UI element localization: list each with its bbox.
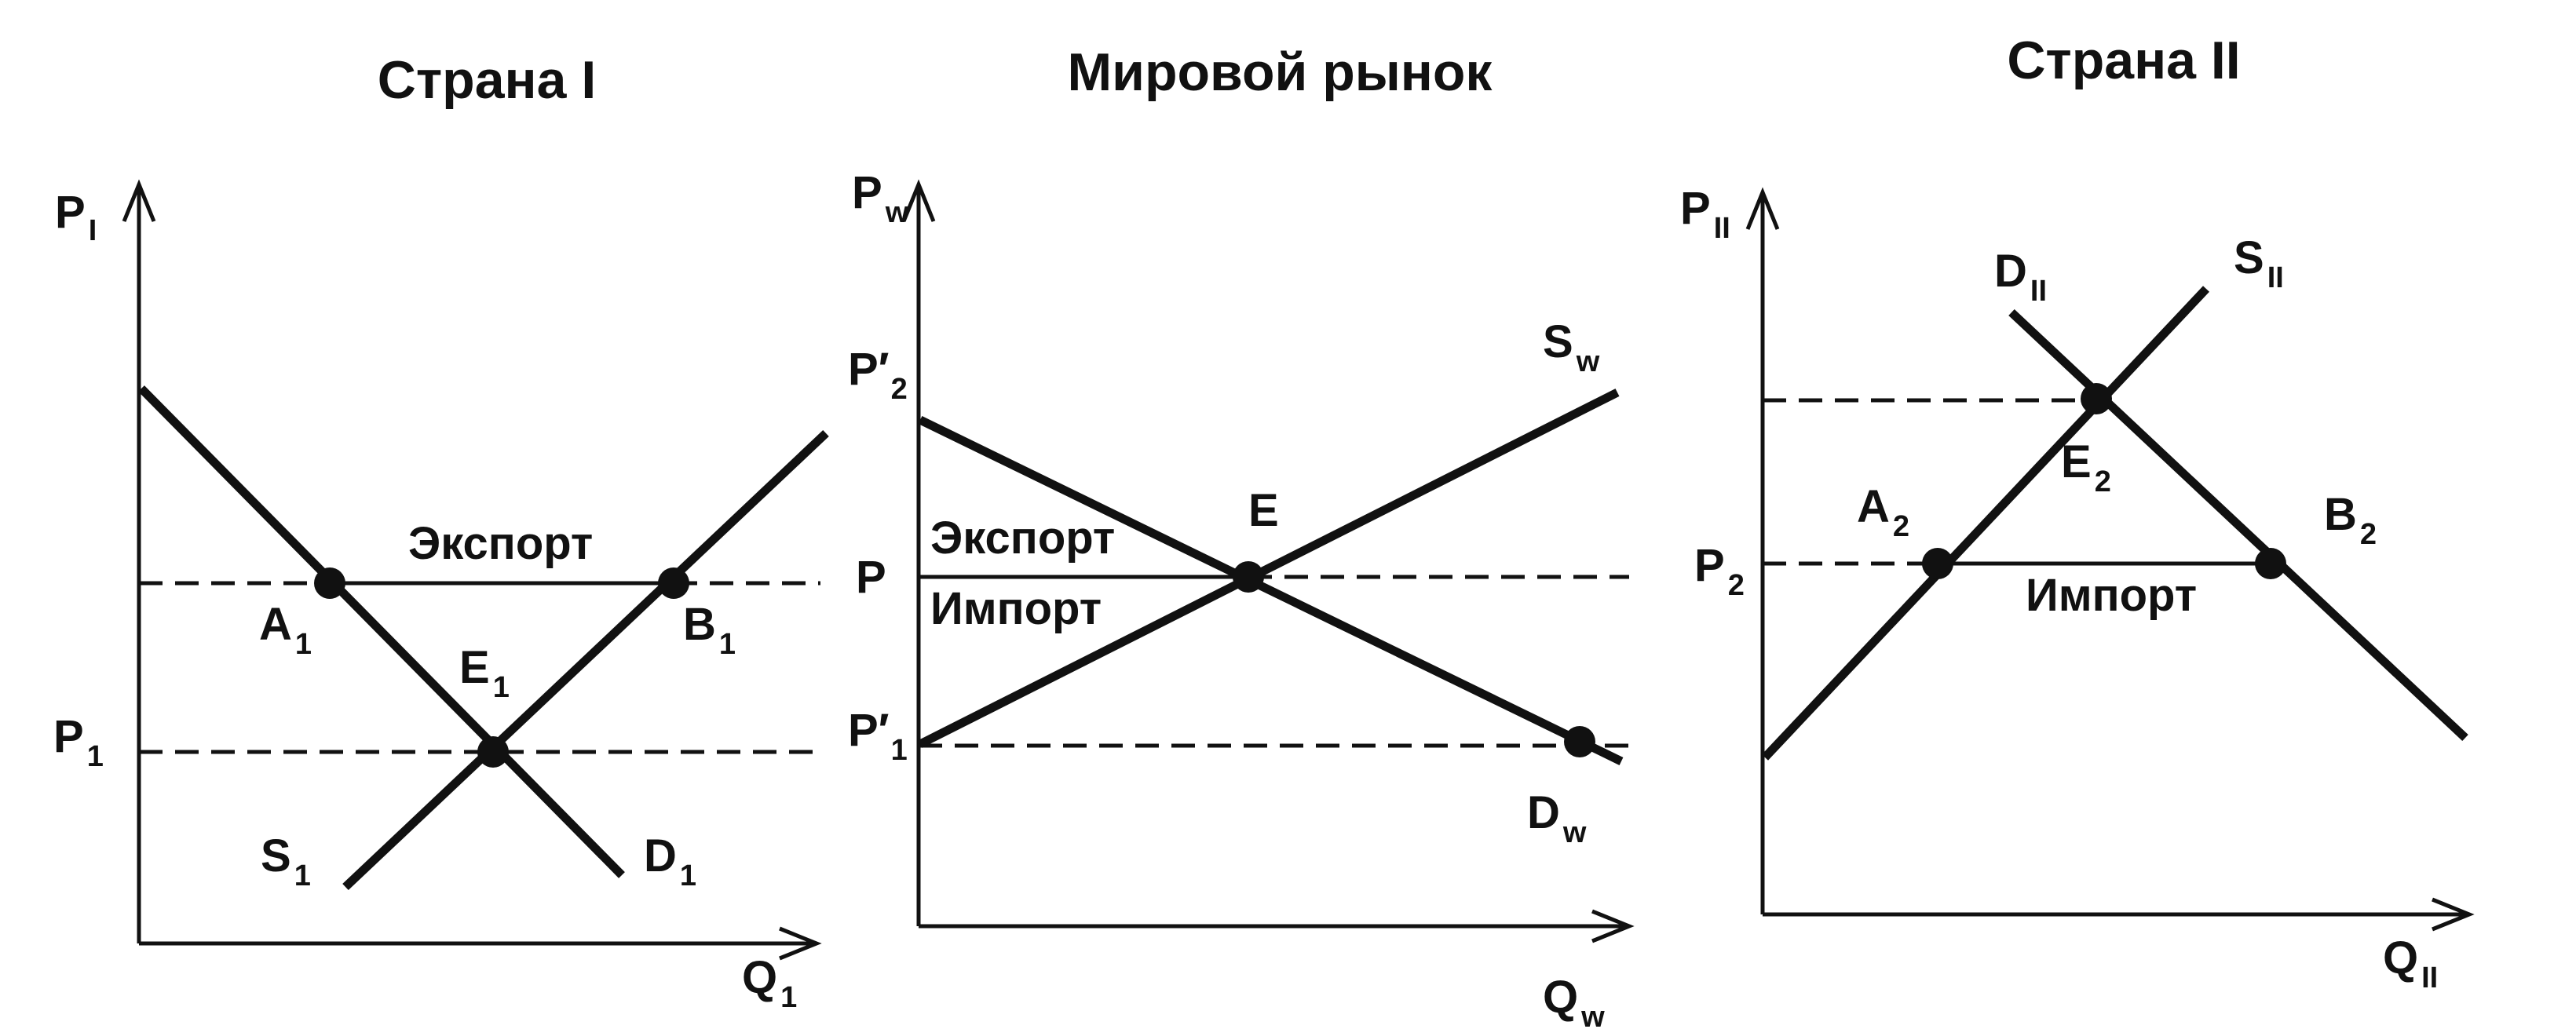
panel2-import-label: Импорт: [930, 583, 1102, 634]
panel1-supply-curve: [342, 430, 829, 890]
panel2-point-e-label: E: [1248, 485, 1279, 536]
panel2-point-e: [1233, 561, 1264, 593]
panel1-demand-curve: [138, 385, 625, 878]
panel1-x-arrow: [779, 926, 822, 961]
panel3-y-arrow: [1745, 187, 1780, 230]
panel1-export-label: Экспорт: [408, 518, 593, 569]
panel1-title: Страна I: [378, 50, 596, 110]
panel2-export-label: Экспорт: [930, 513, 1115, 564]
panel2-y-arrow: [901, 179, 936, 222]
panel3-point-a: [1922, 548, 1953, 579]
panel3-import-label: Импорт: [2026, 570, 2197, 621]
panel2-x-arrow: [1591, 909, 1635, 943]
panel3-point-b: [2255, 548, 2286, 579]
panel2-supply-curve: [918, 389, 1620, 748]
panel3-title: Страна II: [2007, 31, 2240, 90]
panel2-demand-curve: [918, 416, 1624, 765]
panel3-supply-curve: [1761, 286, 2210, 761]
panel1-point-e: [477, 736, 509, 768]
panel2-price-high-label: P′2: [848, 344, 908, 406]
panel2-price-mid-label: P: [856, 552, 886, 603]
panel1-point-b: [658, 567, 689, 599]
panel1-point-a: [314, 567, 345, 599]
panel3-x-arrow: [2432, 897, 2475, 932]
panel3-point-e: [2081, 383, 2112, 414]
panel2-title: Мировой рынок: [1068, 42, 1493, 102]
panel1-y-arrow: [122, 179, 156, 222]
panel3-demand-curve: [2008, 308, 2468, 742]
panel2-price-low-label: P′1: [848, 705, 908, 767]
panel2-demand-endpoint: [1564, 726, 1595, 757]
